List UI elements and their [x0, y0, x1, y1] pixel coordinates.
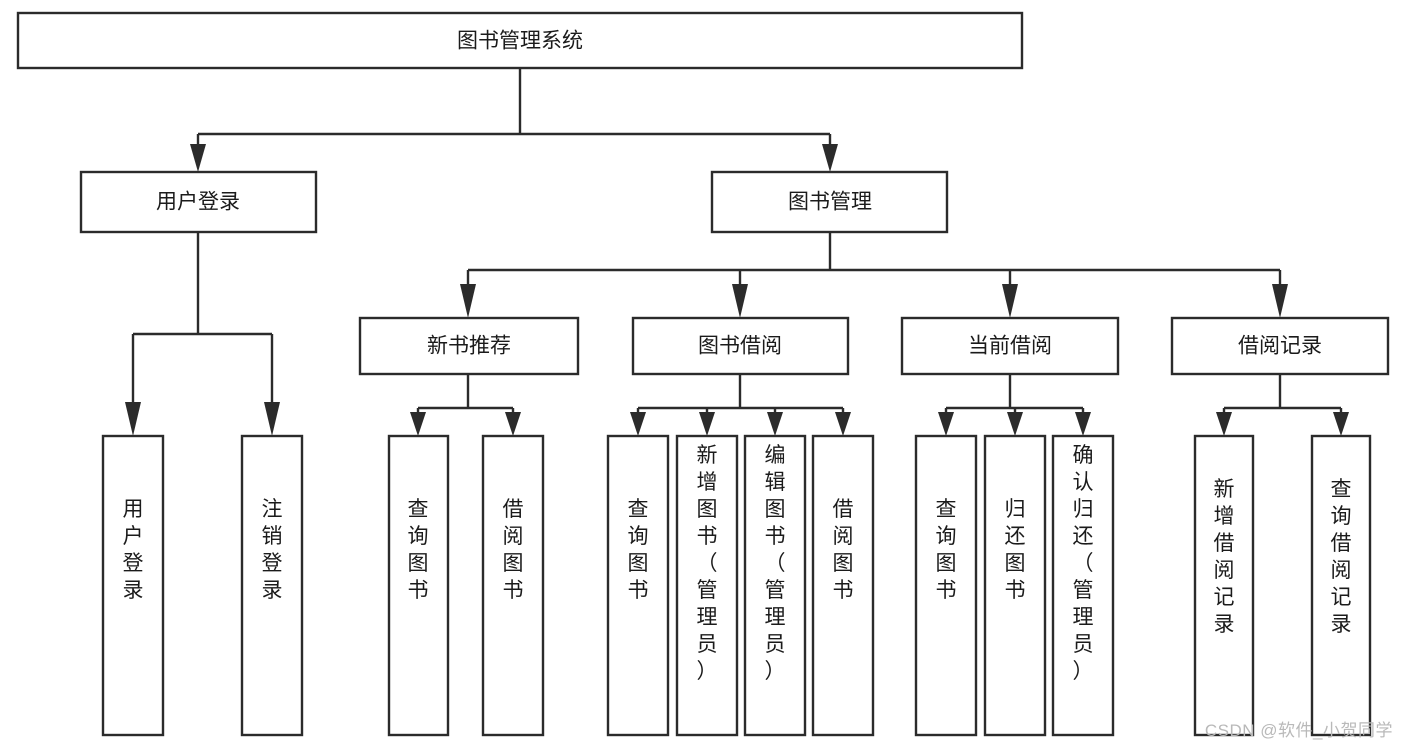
node-leaf-add-borrow-record-label: 新增借阅记录	[1214, 478, 1235, 636]
arrow-head-leaf-user-login	[125, 402, 141, 436]
arrow-head-leaf-edit-book-admin	[767, 412, 783, 436]
edge-group-book-borrow-to-leaves	[630, 374, 851, 436]
node-leaf-query-borrow-record-label: 查询借阅记录	[1331, 478, 1352, 636]
node-leaf-query-book-recommend-label: 查询图书	[408, 498, 429, 602]
arrow-head-leaf-return-book	[1007, 412, 1023, 436]
node-leaf-borrow-book[interactable]: 借阅图书	[811, 434, 875, 737]
node-leaf-confirm-return-admin-label: 确认归还（管理员）	[1073, 444, 1094, 683]
node-user-login-box[interactable]	[79, 170, 318, 234]
node-leaf-borrow-book-recommend-box[interactable]	[481, 434, 545, 737]
node-leaf-query-book-recommend[interactable]: 查询图书	[387, 434, 450, 737]
node-leaf-query-book-borrow-label: 查询图书	[628, 498, 649, 602]
node-leaf-user-login-label: 用户登录	[123, 498, 144, 602]
edge-group-user-login-to-leaves	[125, 232, 280, 436]
arrow-head-leaf-add-book-admin	[699, 412, 715, 436]
node-leaf-query-book-current-label: 查询图书	[936, 498, 957, 602]
arrow-head-leaf-borrow-book-recommend	[505, 412, 521, 436]
node-leaf-add-book-admin-box[interactable]	[675, 434, 739, 737]
node-leaf-add-book-admin[interactable]: 新增图书（管理员）	[675, 434, 739, 737]
node-leaf-query-book-borrow[interactable]: 查询图书	[606, 434, 670, 737]
node-leaf-query-borrow-record-box[interactable]	[1310, 434, 1372, 737]
arrow-head-leaf-add-borrow-record	[1216, 412, 1232, 436]
arrow-head-leaf-confirm-return-admin	[1075, 412, 1091, 436]
edge-group-book-manage-to-level3	[460, 232, 1288, 318]
node-book-borrow[interactable]: 图书借阅	[631, 316, 850, 376]
arrow-head-leaf-logout-login	[264, 402, 280, 436]
node-leaf-query-book-borrow-box[interactable]	[606, 434, 670, 737]
arrow-head-leaf-borrow-book	[835, 412, 851, 436]
arrow-head-leaf-query-borrow-record	[1333, 412, 1349, 436]
node-leaf-edit-book-admin-label: 编辑图书（管理员）	[765, 444, 786, 683]
node-new-book-recommend[interactable]: 新书推荐	[358, 316, 580, 376]
edge-group-current-borrow-to-leaves	[938, 374, 1091, 436]
node-current-borrow-box[interactable]	[900, 316, 1120, 376]
csdn-watermark: CSDN @软件_小贺同学	[1204, 721, 1393, 740]
node-leaf-user-login[interactable]: 用户登录	[101, 434, 165, 737]
node-new-book-recommend-label: 新书推荐	[427, 335, 511, 358]
node-leaf-borrow-book-label: 借阅图书	[833, 498, 854, 602]
arrow-head-leaf-query-book-recommend	[410, 412, 426, 436]
node-book-manage[interactable]: 图书管理	[710, 170, 949, 234]
node-leaf-return-book-label: 归还图书	[1005, 498, 1026, 602]
node-book-manage-box[interactable]	[710, 170, 949, 234]
arrow-head-borrow-record	[1272, 284, 1288, 318]
node-leaf-add-borrow-record[interactable]: 新增借阅记录	[1193, 434, 1255, 737]
node-leaf-logout-login-label: 注销登录	[262, 498, 283, 602]
edge-group-borrow-record-to-leaves	[1216, 374, 1349, 436]
node-leaf-edit-book-admin-box[interactable]	[743, 434, 807, 737]
node-new-book-recommend-box[interactable]	[358, 316, 580, 376]
node-leaf-add-borrow-record-box[interactable]	[1193, 434, 1255, 737]
node-current-borrow[interactable]: 当前借阅	[900, 316, 1120, 376]
node-leaf-edit-book-admin[interactable]: 编辑图书（管理员）	[743, 434, 807, 737]
node-root-label: 图书管理系统	[457, 30, 583, 53]
node-borrow-record-label: 借阅记录	[1238, 335, 1322, 358]
node-user-login-label: 用户登录	[156, 191, 240, 214]
node-book-borrow-label: 图书借阅	[698, 335, 782, 358]
node-leaf-query-book-current-box[interactable]	[914, 434, 978, 737]
node-leaf-return-book-box[interactable]	[983, 434, 1047, 737]
arrow-head-leaf-query-book-borrow	[630, 412, 646, 436]
node-borrow-record[interactable]: 借阅记录	[1170, 316, 1390, 376]
node-leaf-confirm-return-admin-box[interactable]	[1051, 434, 1115, 737]
arrow-head-book-borrow	[732, 284, 748, 318]
node-root-box[interactable]	[16, 11, 1024, 70]
node-leaf-query-borrow-record[interactable]: 查询借阅记录	[1310, 434, 1372, 737]
arrow-head-leaf-query-book-current	[938, 412, 954, 436]
node-borrow-record-box[interactable]	[1170, 316, 1390, 376]
node-leaf-query-book-recommend-box[interactable]	[387, 434, 450, 737]
node-leaf-user-login-box[interactable]	[101, 434, 165, 737]
edge-group-new-book-recommend-to-leaves	[410, 374, 521, 436]
node-leaf-confirm-return-admin[interactable]: 确认归还（管理员）	[1051, 434, 1115, 737]
node-user-login[interactable]: 用户登录	[79, 170, 318, 234]
node-leaf-add-book-admin-label: 新增图书（管理员）	[697, 444, 718, 683]
arrow-head-new-book-recommend	[460, 284, 476, 318]
node-leaf-return-book[interactable]: 归还图书	[983, 434, 1047, 737]
node-leaf-borrow-book-recommend-label: 借阅图书	[503, 498, 524, 602]
node-leaf-borrow-book-box[interactable]	[811, 434, 875, 737]
node-book-borrow-box[interactable]	[631, 316, 850, 376]
arrow-head-current-borrow	[1002, 284, 1018, 318]
node-leaf-logout-login[interactable]: 注销登录	[240, 434, 304, 737]
node-leaf-borrow-book-recommend[interactable]: 借阅图书	[481, 434, 545, 737]
node-current-borrow-label: 当前借阅	[968, 335, 1052, 358]
edge-group-root-to-level2	[190, 68, 838, 172]
node-leaf-logout-login-box[interactable]	[240, 434, 304, 737]
node-root[interactable]: 图书管理系统	[16, 11, 1024, 70]
node-book-manage-label: 图书管理	[788, 191, 872, 214]
arrow-head-user-login	[190, 144, 206, 172]
node-leaf-query-book-current[interactable]: 查询图书	[914, 434, 978, 737]
arrow-head-book-manage	[822, 144, 838, 172]
